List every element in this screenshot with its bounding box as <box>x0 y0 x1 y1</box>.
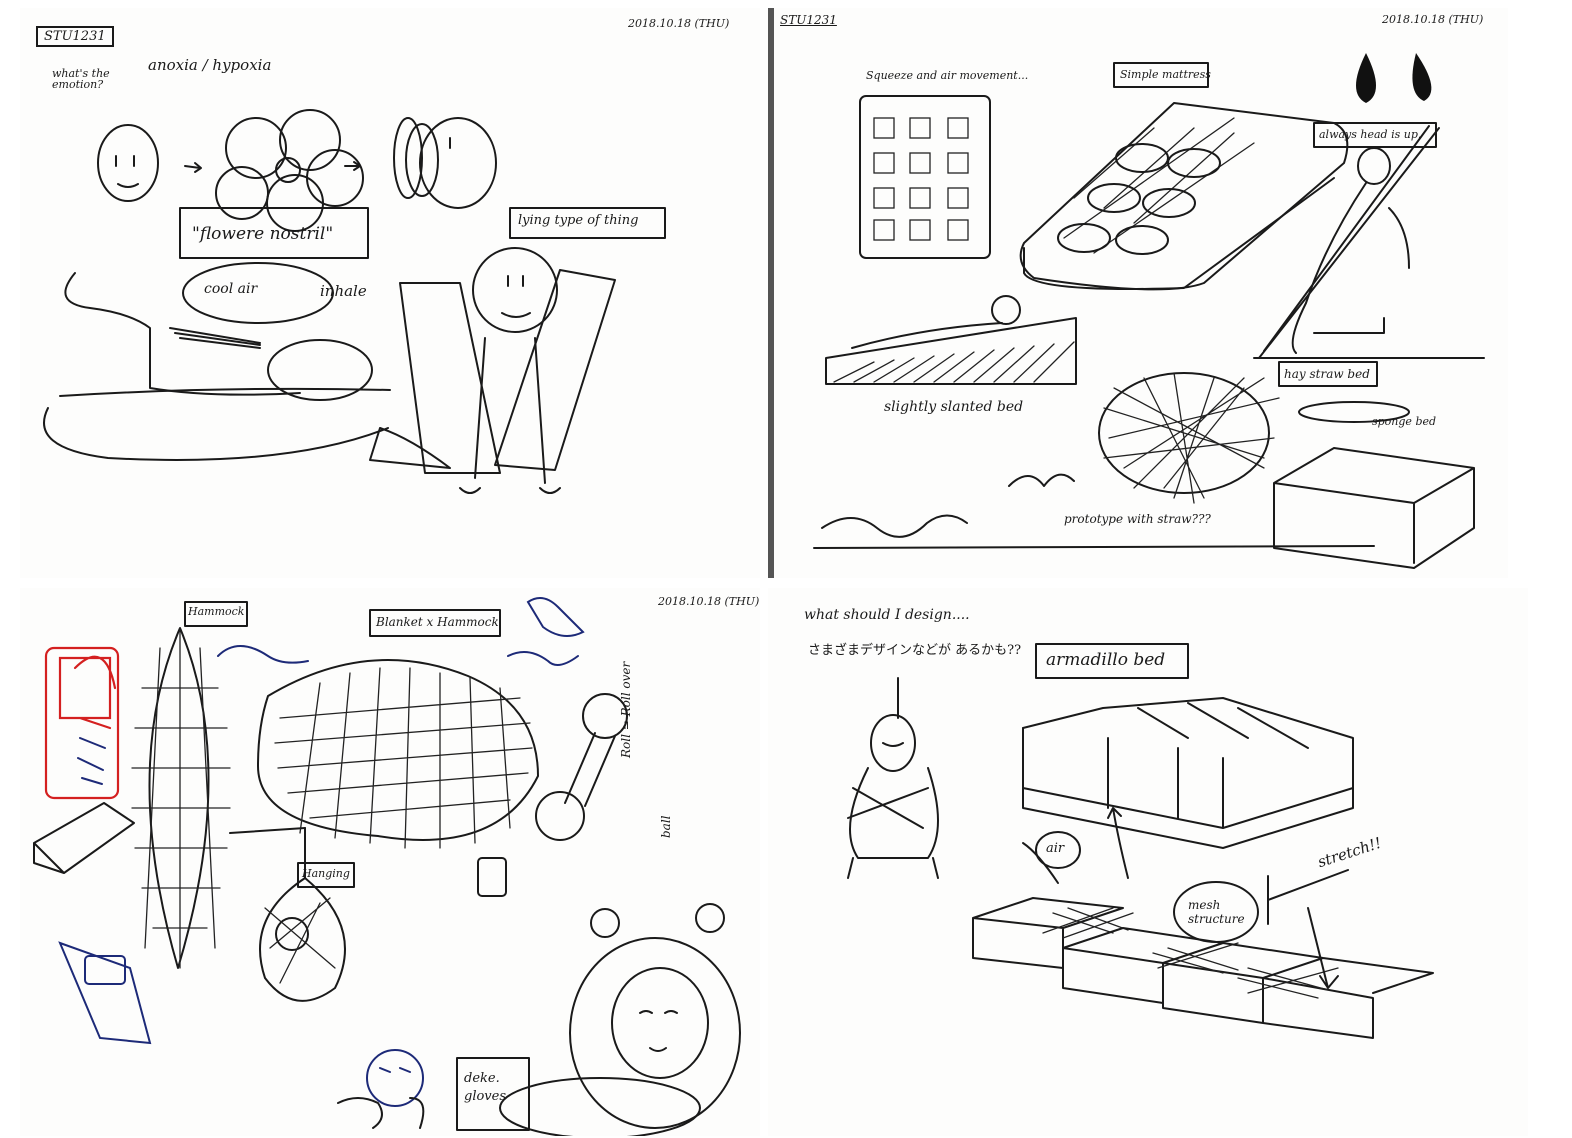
sketch-drawing-4 <box>847 643 1434 1039</box>
mesh-structure-label: mesh structure <box>1188 898 1245 927</box>
sketch-drawing-3 <box>33 597 741 1136</box>
armadillo-bed-label: armadillo bed <box>1046 650 1166 670</box>
topic-label: anoxia / hypoxia <box>148 56 272 74</box>
japanese-note-label: さまざまデザインなどが あるかも?? <box>808 643 1022 658</box>
ball-label: ball <box>659 815 673 838</box>
head-up-label: always head is up. <box>1319 128 1422 141</box>
hay-bed-label: hay straw bed <box>1284 367 1370 381</box>
hanging-label: Hanging <box>302 867 350 880</box>
sketch-drawing-1 <box>43 109 666 494</box>
sketch-page-2: STU1231 2018.10.18 (THU) Squeeze and air… <box>768 8 1508 578</box>
sketch-drawing-2 <box>813 53 1485 569</box>
cool-air-label: cool air <box>204 281 258 297</box>
prototype-label: prototype with straw??? <box>1064 512 1211 526</box>
hammock-label: Hammock <box>188 605 245 618</box>
sketch-page-3: Hammock Blanket x Hammock 2018.10.18 (TH… <box>20 588 760 1136</box>
sketch-page-1: STU1231 2018.10.18 (THU) what's the emot… <box>20 8 760 578</box>
sketch-page-4: what should I design.... さまざまデザインなどが あるか… <box>768 588 1528 1136</box>
blanket-hammock-label: Blanket x Hammock <box>376 615 499 629</box>
roll-label: Roll = Roll over <box>619 661 633 758</box>
question-label: what's the emotion? <box>52 67 110 91</box>
flower-nostril-label: "flowere nostril" <box>192 224 334 244</box>
inhale-label: inhale <box>320 282 367 300</box>
code-label: STU1231 <box>780 13 837 27</box>
date-label: 2018.10.18 (THU) <box>1382 13 1484 26</box>
lying-type-label: lying type of thing <box>518 213 639 228</box>
sponge-bed-label: sponge bed <box>1372 415 1437 428</box>
mattress-label: Simple mattress <box>1120 68 1211 81</box>
squeeze-label: Squeeze and air movement... <box>866 69 1029 82</box>
deke-gloves-label: deke. gloves <box>464 1071 507 1105</box>
air-label: air <box>1046 841 1065 856</box>
slanted-bed-label: slightly slanted bed <box>884 399 1024 415</box>
date-label: 2018.10.18 (THU) <box>628 17 730 30</box>
design-question-label: what should I design.... <box>804 607 970 623</box>
date-label: 2018.10.18 (THU) <box>658 595 760 608</box>
code-label: STU1231 <box>36 26 114 47</box>
